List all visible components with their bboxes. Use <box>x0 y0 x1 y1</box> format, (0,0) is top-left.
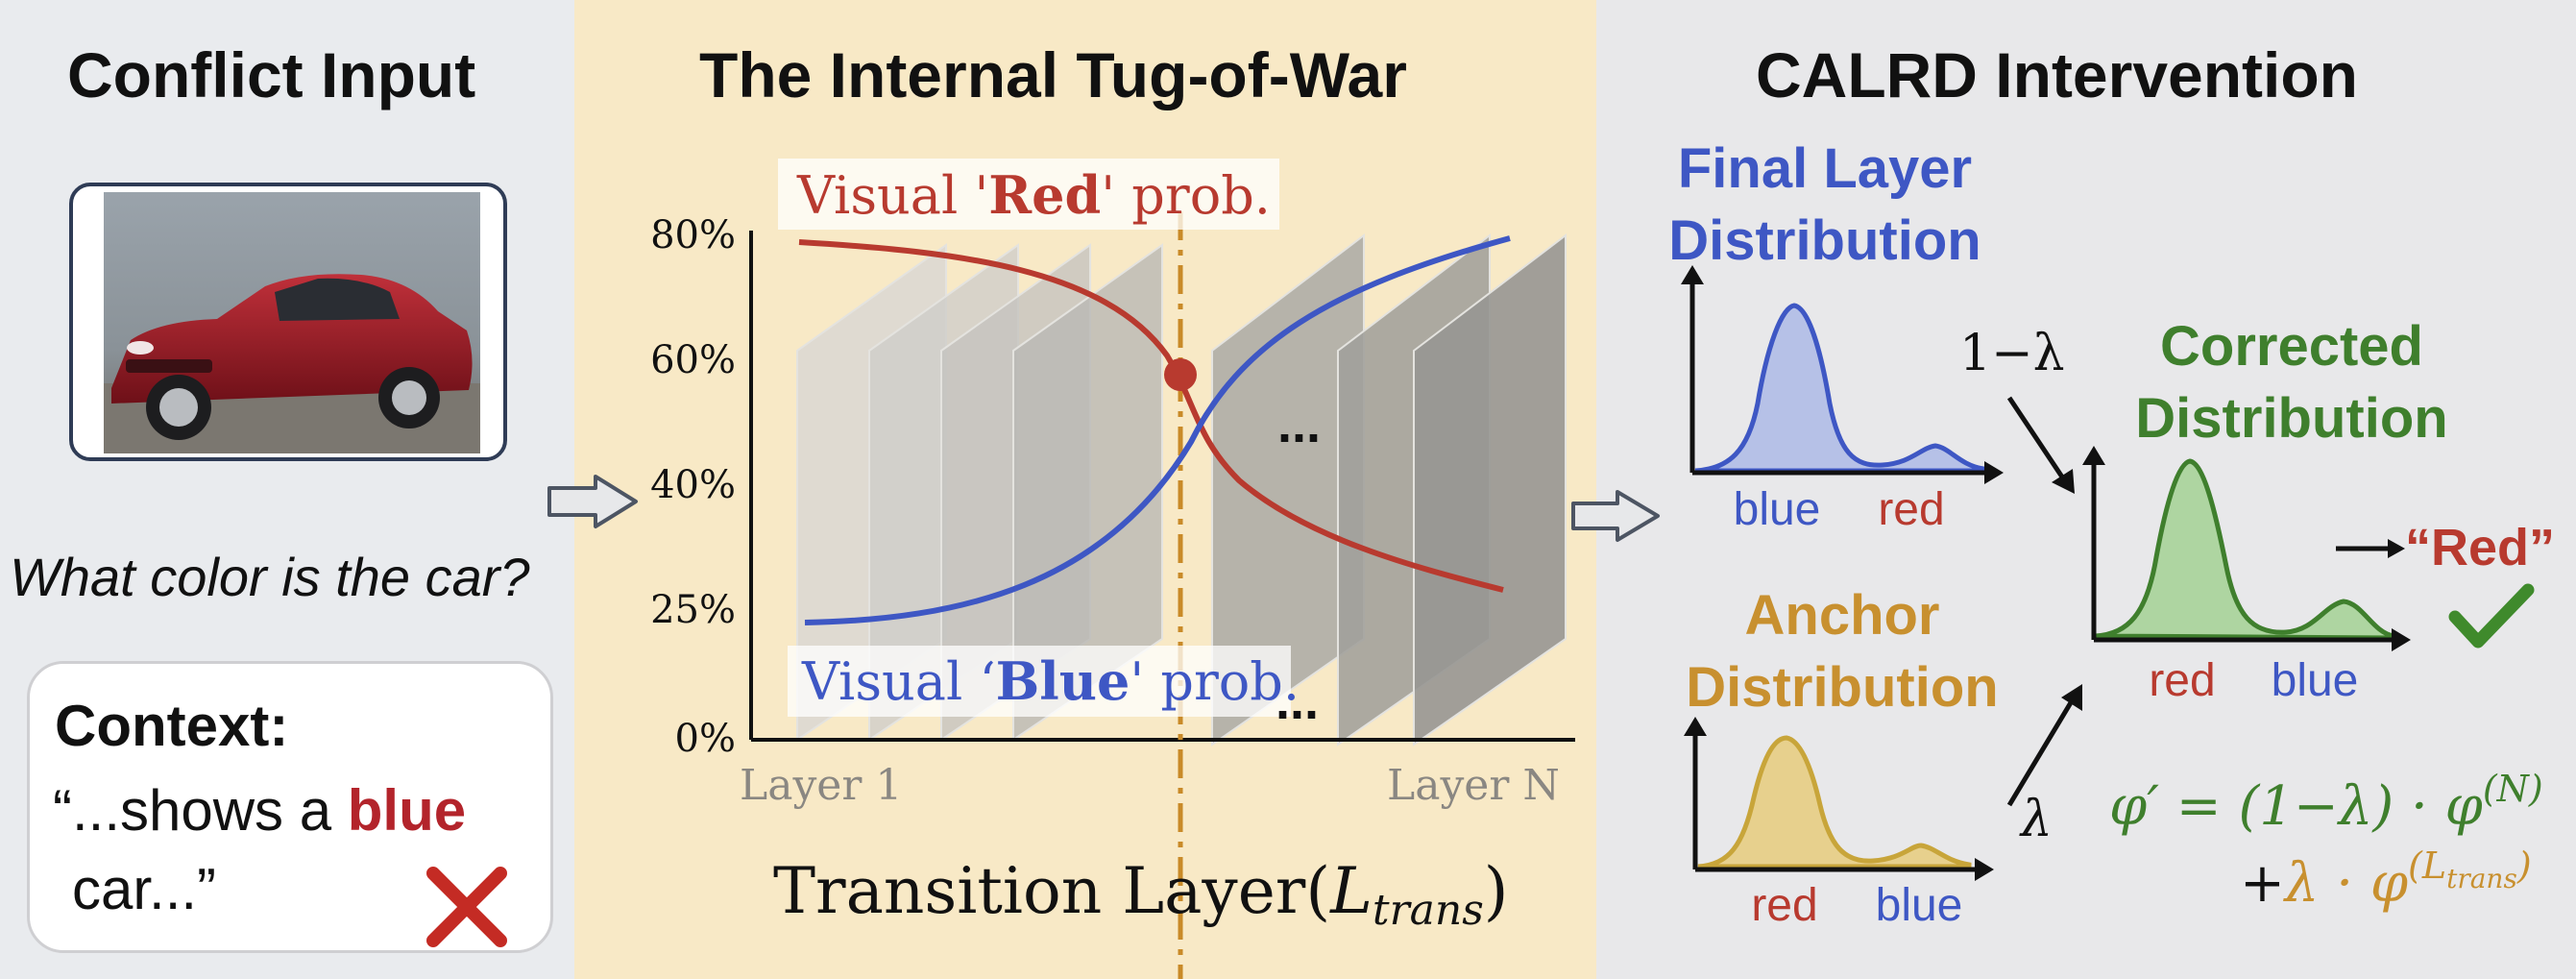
anchor-dist-plot: red blue <box>1684 717 1994 931</box>
weight-top-label: 1−λ <box>1959 325 2065 382</box>
check-icon <box>2448 583 2535 649</box>
red-probability-curve <box>798 239 1504 593</box>
y-tick: 40% <box>650 463 736 507</box>
red-prob-label: Visual 'Red' prob. <box>796 164 1271 226</box>
y-tick: 60% <box>650 338 736 382</box>
svg-text:Corrected: Corrected <box>2160 315 2423 378</box>
svg-text:Distribution: Distribution <box>1668 209 1981 272</box>
tug-of-war-title: The Internal Tug-of-War <box>699 39 1407 110</box>
weight-bottom-label: λ <box>2019 791 2053 848</box>
layer-last-label: Layer N <box>1387 761 1560 810</box>
corrected-dist-plot: red blue <box>2082 446 2411 706</box>
cross-icon <box>426 867 507 947</box>
anchor-x-label-1: red <box>1751 880 1817 931</box>
final-dist-title: Final Layer Distribution <box>1668 137 1981 272</box>
final-dist-plot: blue red <box>1681 265 2004 535</box>
car-image-frame <box>69 183 507 461</box>
context-title: Context: <box>55 694 289 758</box>
corrected-x-label-2: blue <box>2272 655 2359 706</box>
anchor-dist-title: Anchor Distribution <box>1686 584 1998 719</box>
y-tick: 80% <box>650 213 736 257</box>
context-line-2: car...” <box>72 857 217 921</box>
blue-prob-label: Visual ‘Blue' prob. <box>801 650 1300 712</box>
answer-text: “Red” <box>2405 519 2555 576</box>
ellipsis-low: ... <box>1276 673 1319 730</box>
arrow-icon-weight-bottom <box>2006 698 2076 807</box>
ellipsis-mid: ... <box>1277 396 1321 453</box>
final-x-label-2: red <box>1878 484 1944 535</box>
layer-first-label: Layer 1 <box>740 761 902 810</box>
blue-probability-curve <box>804 235 1511 625</box>
corrected-dist-title: Corrected Distribution <box>2135 315 2447 450</box>
y-tick: 25% <box>650 588 736 632</box>
corrected-x-label-1: red <box>2149 655 2215 706</box>
arrow-icon-weight-top <box>2006 396 2066 480</box>
svg-text:Distribution: Distribution <box>1686 656 1998 719</box>
final-x-label-1: blue <box>1734 484 1821 535</box>
context-box: Context: “...shows a blue car...” <box>27 661 553 953</box>
anchor-x-label-2: blue <box>1876 880 1963 931</box>
transition-layer-label: Transition Layer(Ltrans) <box>773 854 1509 935</box>
conflict-input-title: Conflict Input <box>67 39 476 110</box>
question-text: What color is the car? <box>10 547 530 607</box>
svg-text:Final Layer: Final Layer <box>1678 137 1972 200</box>
context-line-1: “...shows a blue <box>53 778 467 843</box>
context-conflict-word: blue <box>347 778 467 843</box>
formula-line-2: +λ · φ(Ltrans) <box>2240 844 2532 915</box>
calrd-title: CALRD Intervention <box>1756 39 2358 110</box>
svg-text:Distribution: Distribution <box>2135 387 2447 450</box>
svg-text:Anchor: Anchor <box>1745 584 1940 647</box>
y-tick: 0% <box>675 717 736 761</box>
crossover-point <box>1164 358 1197 391</box>
formula-line-1: φ′ = (1−λ) · φ(N) <box>2109 768 2543 838</box>
red-car-image <box>104 192 480 453</box>
y-axis-ticks: 80% 60% 40% 25% 0% <box>650 213 736 761</box>
